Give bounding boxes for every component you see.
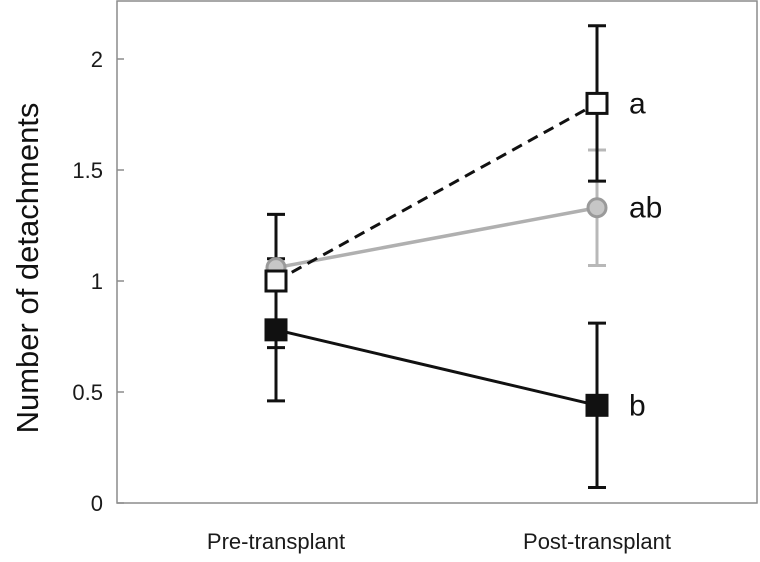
x-axis-labels: Pre-transplant Post-transplant bbox=[207, 529, 671, 554]
significance-label-open: a bbox=[629, 87, 646, 120]
y-tick-label: 0 bbox=[91, 491, 103, 516]
series-lines bbox=[275, 102, 598, 407]
data-point-grey bbox=[586, 197, 608, 219]
y-tick-label: 2 bbox=[91, 47, 103, 72]
x-category-label: Post-transplant bbox=[523, 529, 671, 554]
significance-label-grey: ab bbox=[629, 192, 662, 225]
significance-label-filled: b bbox=[629, 389, 646, 422]
y-tick-label: 1 bbox=[91, 269, 103, 294]
y-axis-ticks: 0 0.5 1 1.5 2 bbox=[72, 47, 124, 516]
series-line-grey bbox=[275, 206, 598, 270]
plot-frame bbox=[116, 0, 758, 504]
data-point-open bbox=[264, 269, 288, 293]
data-point-filled bbox=[264, 318, 288, 342]
y-tick-label: 0.5 bbox=[72, 380, 103, 405]
data-point-filled bbox=[585, 393, 609, 417]
y-tick-label: 1.5 bbox=[72, 158, 103, 183]
series-line-filled bbox=[275, 328, 598, 407]
series-markers bbox=[264, 91, 609, 417]
y-axis-title: Number of detachments bbox=[10, 103, 45, 434]
significance-labels: ab b a bbox=[629, 87, 662, 422]
data-point-open bbox=[585, 91, 609, 115]
x-category-label: Pre-transplant bbox=[207, 529, 345, 554]
error-bars bbox=[267, 24, 606, 489]
series-line-open bbox=[275, 102, 598, 283]
